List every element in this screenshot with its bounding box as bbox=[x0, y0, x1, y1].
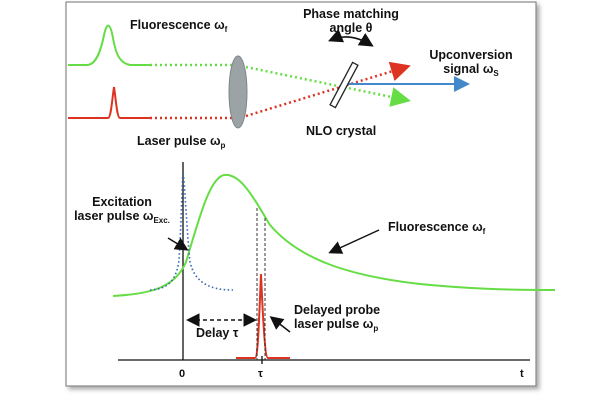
tick-zero: 0 bbox=[179, 368, 186, 380]
tick-t: t bbox=[520, 368, 524, 380]
fluorescence-plot-label: Fluorescence ωf bbox=[388, 220, 486, 236]
rotation-arrow bbox=[328, 29, 374, 47]
upconversion-label: Upconversion signal ωS bbox=[429, 48, 513, 78]
probe-pointer-arrow bbox=[269, 316, 291, 333]
fluorescence-beam-out bbox=[245, 65, 411, 107]
nlo-crystal bbox=[329, 61, 359, 109]
delayed-probe-label: Delayed probe laser pulse ωp bbox=[294, 303, 381, 333]
nlo-crystal-label: NLO crystal bbox=[306, 124, 377, 138]
tick-tau: τ bbox=[258, 368, 263, 380]
fluorescence-pointer-arrow bbox=[328, 229, 380, 254]
fluorescence-decay-curve bbox=[112, 173, 556, 297]
laser-pulse-small bbox=[68, 86, 150, 119]
probe-pulse bbox=[236, 273, 290, 359]
phase-matching-label: Phase matching angle θ bbox=[303, 7, 399, 35]
fluorescence-top-label: Fluorescence ωf bbox=[130, 18, 228, 34]
excitation-pointer-arrow bbox=[167, 237, 189, 251]
excitation-label: Excitation laser pulse ωExc. bbox=[74, 195, 170, 225]
lens bbox=[228, 55, 248, 129]
excitation-pulse bbox=[149, 171, 234, 291]
delay-label: Delay τ bbox=[196, 326, 239, 340]
fluorescence-pulse-small bbox=[68, 24, 150, 66]
laser-pulse-label: Laser pulse ωp bbox=[137, 134, 226, 150]
